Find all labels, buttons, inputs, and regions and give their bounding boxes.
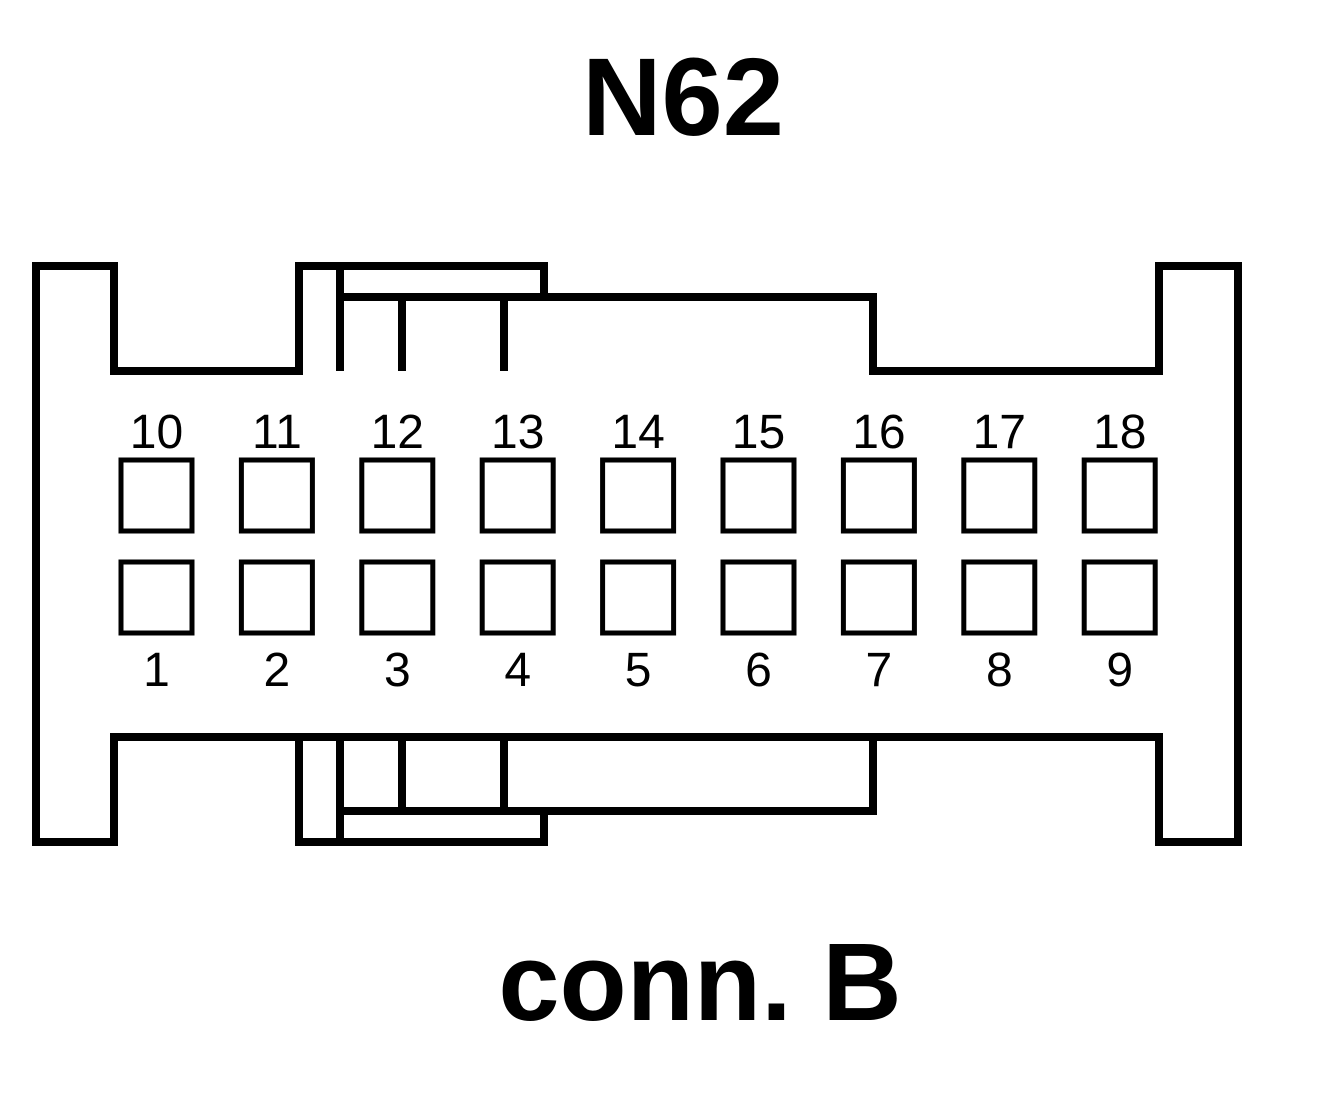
pin-cavity-17 [961,457,1038,534]
pin-cavity-4 [479,559,556,636]
pin-cavity-7 [840,559,917,636]
pin-number-4: 4 [504,644,531,697]
connector-label: conn. B [498,921,901,1044]
pin-number-5: 5 [625,644,652,697]
pin-cavity-8 [961,559,1038,636]
pin-number-8: 8 [986,644,1013,697]
pin-cavity-5 [600,559,677,636]
pin-number-12: 12 [371,406,424,459]
connector-housing [32,262,1242,846]
pin-number-18: 18 [1093,406,1146,459]
pin-cavity-16 [840,457,917,534]
pin-number-7: 7 [866,644,893,697]
pin-cavity-14 [600,457,677,534]
pin-number-11: 11 [252,406,302,459]
pin-number-6: 6 [745,644,772,697]
housing-body [32,262,1242,846]
pin-cavity-12 [359,457,436,534]
top-latch [336,266,544,371]
pin-cavity-9 [1081,559,1158,636]
pin-cavity-11 [238,457,315,534]
pin-number-1: 1 [143,644,170,697]
pin-number-3: 3 [384,644,411,697]
pin-number-15: 15 [732,406,785,459]
pin-number-13: 13 [491,406,544,459]
pin-number-17: 17 [973,406,1026,459]
pin-cavity-15 [720,457,797,534]
pin-cavity-6 [720,559,797,636]
connector-title: N62 [582,36,784,159]
pin-number-9: 9 [1106,644,1133,697]
pin-number-2: 2 [264,644,291,697]
pin-cavity-13 [479,457,556,534]
pin-cavity-3 [359,559,436,636]
pin-number-10: 10 [130,406,183,459]
pin-cavity-18 [1081,457,1158,534]
pin-cavity-2 [238,559,315,636]
pin-number-14: 14 [611,406,664,459]
bottom-latch [299,733,873,842]
pin-cavity-1 [118,559,195,636]
pin-cavity-10 [118,457,195,534]
pin-number-16: 16 [852,406,905,459]
